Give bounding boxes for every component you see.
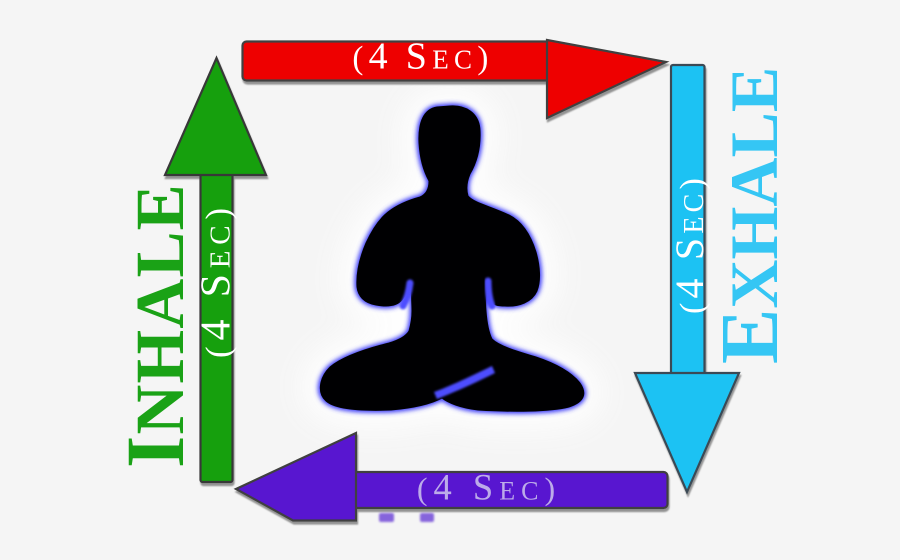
svg-text:(4 Sec): (4 Sec) xyxy=(352,36,493,78)
svg-text:(4 Sec): (4 Sec) xyxy=(417,467,561,508)
svg-text:EXHALE: EXHALE xyxy=(703,67,795,364)
svg-text:INHALE: INHALE xyxy=(109,183,201,468)
svg-text:(4 Sec): (4 Sec) xyxy=(667,174,712,314)
svg-text:(4 Sec): (4 Sec) xyxy=(194,202,240,358)
